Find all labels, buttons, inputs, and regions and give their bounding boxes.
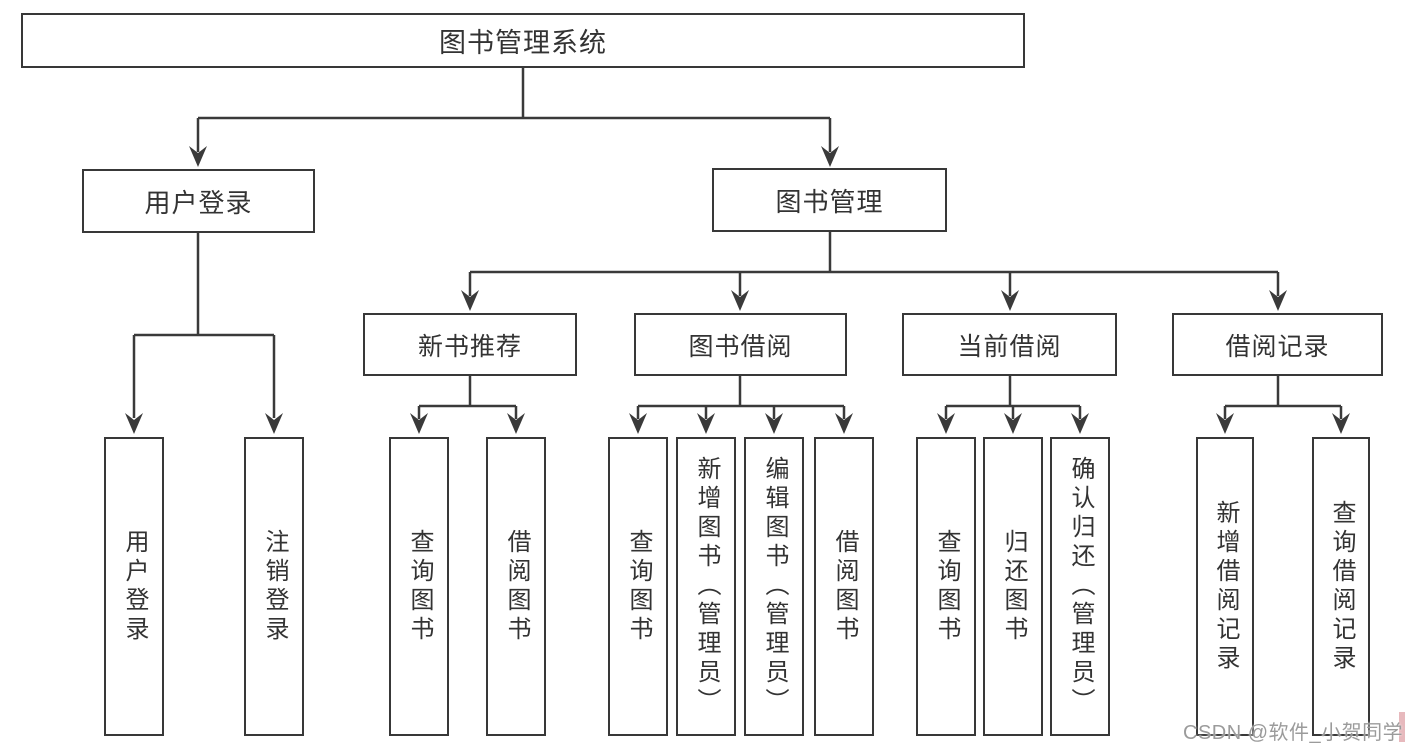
leaf-user-login-label: 用户登录 [121, 528, 148, 645]
leaf-borrow-book: 借阅图书 [814, 437, 874, 736]
leaf-borrow-book-recommend: 借阅图书 [486, 437, 546, 736]
leaf-query-book-current: 查询图书 [916, 437, 976, 736]
leaf-add-book-admin: 新增图书（管理员） [676, 437, 736, 736]
leaf-add-borrow-record-label: 新增借阅记录 [1212, 499, 1239, 674]
leaf-query-borrow-record: 查询借阅记录 [1312, 437, 1370, 736]
leaf-user-login: 用户登录 [104, 437, 164, 736]
watermark-logo-fragment [1399, 712, 1405, 742]
leaf-logout: 注销登录 [244, 437, 304, 736]
node-new-book-recommend: 新书推荐 [363, 313, 577, 376]
leaf-query-book-borrow: 查询图书 [608, 437, 668, 736]
leaf-edit-book-admin-label: 编辑图书（管理员） [761, 456, 788, 717]
node-user-login-label: 用户登录 [144, 187, 253, 218]
leaf-query-book-current-label: 查询图书 [933, 528, 960, 645]
node-current-borrow-label: 当前借阅 [957, 332, 1062, 361]
leaf-borrow-book-recommend-label: 借阅图书 [503, 528, 530, 645]
leaf-return-book-label: 归还图书 [1000, 528, 1027, 645]
leaf-confirm-return-admin: 确认归还（管理员） [1050, 437, 1110, 736]
leaf-add-book-admin-label: 新增图书（管理员） [693, 456, 720, 717]
node-root-label: 图书管理系统 [439, 28, 607, 58]
node-book-borrow: 图书借阅 [634, 313, 847, 376]
node-book-management: 图书管理 [712, 168, 947, 232]
node-book-management-label: 图书管理 [775, 186, 884, 217]
leaf-confirm-return-admin-label: 确认归还（管理员） [1067, 456, 1094, 717]
leaf-return-book: 归还图书 [983, 437, 1043, 736]
leaf-borrow-book-label: 借阅图书 [831, 528, 858, 645]
node-new-book-recommend-label: 新书推荐 [417, 332, 522, 361]
arrowheads [125, 146, 1350, 434]
leaf-query-book-borrow-label: 查询图书 [625, 528, 652, 645]
leaf-edit-book-admin: 编辑图书（管理员） [744, 437, 804, 736]
node-root: 图书管理系统 [21, 13, 1025, 68]
node-borrow-records-label: 借阅记录 [1225, 332, 1330, 361]
leaf-query-borrow-record-label: 查询借阅记录 [1328, 499, 1355, 674]
watermark: CSDN @软件_小贺同学 [1183, 722, 1404, 744]
leaf-logout-label: 注销登录 [261, 528, 288, 645]
leaf-add-borrow-record: 新增借阅记录 [1196, 437, 1254, 736]
node-user-login: 用户登录 [82, 169, 315, 233]
connector-shafts [132, 66, 1343, 419]
node-current-borrow: 当前借阅 [902, 313, 1117, 376]
node-book-borrow-label: 图书借阅 [688, 332, 793, 361]
node-borrow-records: 借阅记录 [1172, 313, 1383, 376]
leaf-query-book-recommend: 查询图书 [389, 437, 449, 736]
leaf-query-book-recommend-label: 查询图书 [406, 528, 433, 645]
